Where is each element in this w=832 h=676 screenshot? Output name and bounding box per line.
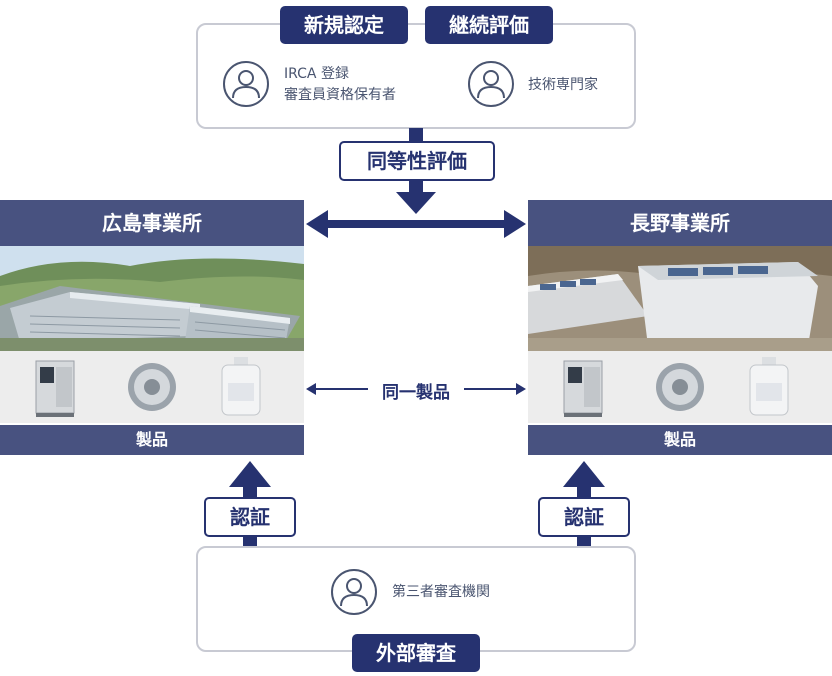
hiroshima-facility-photo [0, 246, 304, 351]
certification-tag-left: 認証 [204, 497, 296, 537]
person-icon [331, 569, 377, 615]
irca-auditor-label: IRCA 登録 審査員資格保有者 [284, 64, 396, 106]
chemical-bottle-icon [221, 357, 261, 416]
certification-arrow-head-right [563, 461, 605, 487]
hiroshima-products-label: 製品 [0, 425, 304, 455]
same-product-arrow-right [464, 383, 526, 395]
external-audit-tag: 外部審査 [352, 634, 480, 672]
same-product-label: 同一製品 [382, 383, 450, 403]
connector-mid [409, 180, 423, 194]
chemical-bottle-icon [749, 357, 789, 416]
machine-icon [35, 360, 75, 417]
connector-top [409, 128, 423, 144]
tag-continuous-evaluation: 継続評価 [425, 6, 553, 44]
irca-line-2: 審査員資格保有者 [284, 87, 396, 103]
nagano-facility-photo [528, 246, 832, 351]
tag-new-certification: 新規認定 [280, 6, 408, 44]
bidirectional-arrow [306, 210, 526, 238]
certification-arrow-head-left [229, 461, 271, 487]
person-icon [468, 61, 514, 107]
same-product-arrow-left [306, 383, 368, 395]
person-icon [223, 61, 269, 107]
wafer-reel-icon [656, 363, 704, 411]
hiroshima-site-header: 広島事業所 [0, 200, 304, 246]
third-party-auditor-label: 第三者審査機関 [392, 584, 490, 600]
down-arrow-head [396, 192, 436, 214]
nagano-products-band [528, 351, 832, 423]
certification-tag-right: 認証 [538, 497, 630, 537]
machine-icon [563, 360, 603, 417]
nagano-site-header: 長野事業所 [528, 200, 832, 246]
evaluator-box [196, 23, 636, 129]
technical-expert-label: 技術専門家 [528, 77, 598, 93]
irca-line-1: IRCA 登録 [284, 66, 349, 82]
nagano-products-label: 製品 [528, 425, 832, 455]
equivalence-evaluation-tag: 同等性評価 [339, 141, 495, 181]
hiroshima-products-band [0, 351, 304, 423]
wafer-reel-icon [128, 363, 176, 411]
